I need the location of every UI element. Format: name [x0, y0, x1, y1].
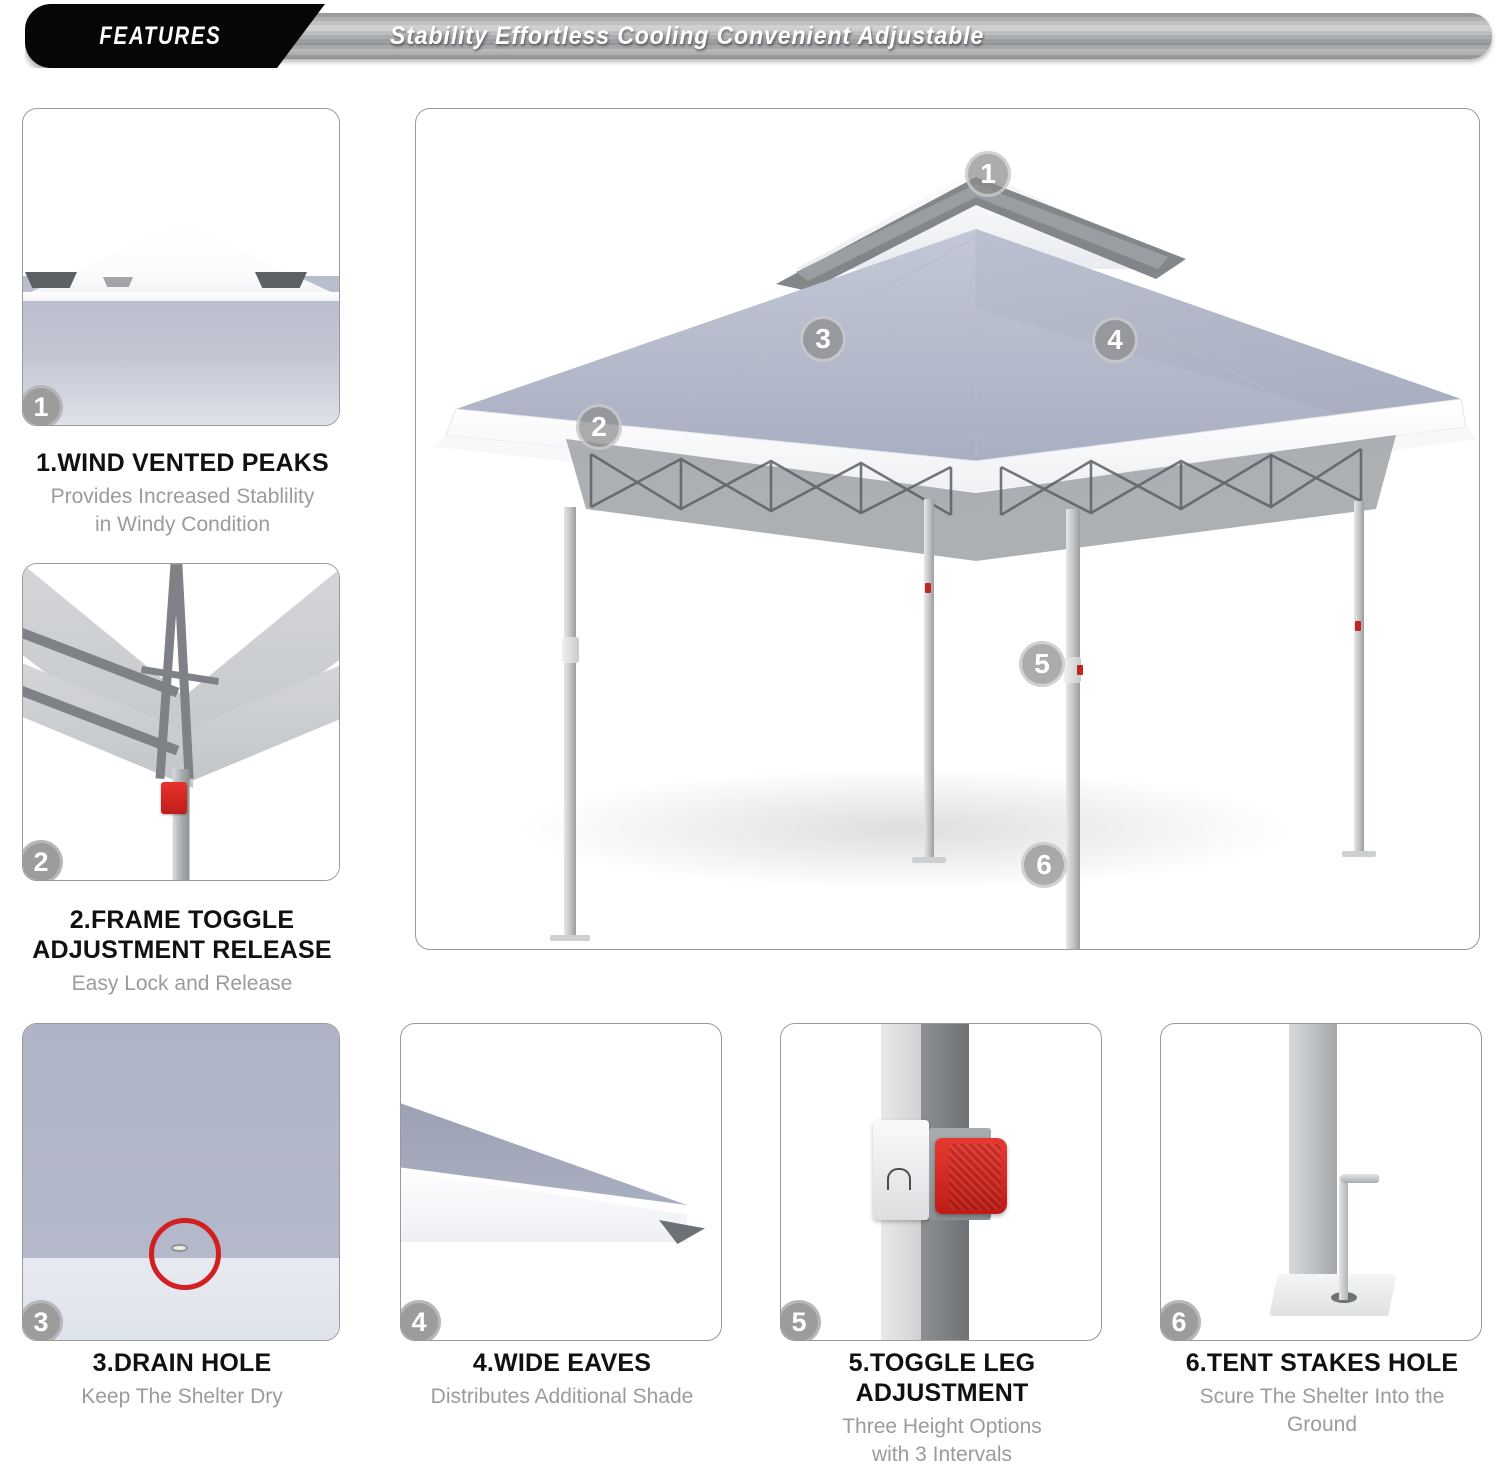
feature-badge-2: 2 [23, 840, 63, 880]
feature-subtitle-2: Easy Lock and Release [71, 972, 293, 995]
lock-hook-icon [887, 1168, 911, 1190]
banner-metal-bar [120, 13, 1492, 59]
vent-strut-mid-left [103, 277, 133, 287]
leg-toggle-indicator-back [925, 583, 931, 593]
leg-toggle-button[interactable] [935, 1138, 1007, 1214]
feature-subtitle-4: Distributes Additional Shade [430, 1385, 694, 1408]
banner-title: FEATURES [98, 21, 222, 50]
drain-hole-highlight-ring [149, 1218, 221, 1290]
feature-subtitle-6-line2: Ground [1286, 1412, 1358, 1436]
truss-lattice-right [999, 447, 1363, 517]
features-banner: Stability Effortless Cooling Convenient … [0, 0, 1500, 75]
frame-toggle-illustration [23, 564, 339, 880]
hero-marker-5: 5 [1019, 641, 1065, 687]
vent-strut-left [25, 272, 77, 288]
truss-shade [566, 435, 1396, 561]
leg-foot-back-center [912, 857, 946, 863]
vent-strut-right [255, 272, 307, 288]
hero-marker-1: 1 [965, 151, 1011, 197]
feature-badge-3: 3 [23, 1300, 63, 1340]
feature-title-1: 1.WIND VENTED PEAKS [36, 449, 329, 477]
feature-card-6: 6 [1160, 1023, 1482, 1341]
hero-canopy-illustration: 1 2 3 4 5 6 [416, 109, 1479, 949]
feature-subtitle-5-line1: Three Height Options [842, 1415, 1042, 1438]
banner-keywords: Stability Effortless Cooling Convenient … [390, 21, 985, 50]
leg-tube [1289, 1024, 1337, 1286]
wind-vented-peak-illustration [23, 109, 339, 425]
hero-marker-3: 3 [800, 316, 846, 362]
hero-marker-6: 6 [1021, 842, 1067, 888]
feature-title-5: 5.TOGGLE LEG ADJUSTMENT [848, 1349, 1036, 1407]
feature-title-3: 3.DRAIN HOLE [92, 1349, 272, 1377]
leg-front-left [564, 507, 576, 937]
feature-badge-6: 6 [1161, 1300, 1201, 1340]
leg-collar-front-left [562, 637, 579, 663]
feature-card-2: 2 [22, 563, 340, 881]
feature-badge-5: 5 [781, 1300, 821, 1340]
banner-keywords-wrap: Stability Effortless Cooling Convenient … [120, 13, 1492, 59]
toggle-leg-illustration [781, 1024, 1101, 1340]
peak-vent-strut [796, 184, 1168, 281]
feature-badge-4: 4 [401, 1300, 441, 1340]
leg-back-right [1354, 501, 1364, 853]
canopy-vector [434, 169, 1478, 561]
feature-caption-2: 2.FRAME TOGGLE ADJUSTMENT RELEASE Easy L… [8, 905, 356, 998]
wide-eaves-illustration [401, 1024, 721, 1340]
roof-back-right [976, 229, 1461, 439]
leg-toggle-indicator-back-right [1355, 621, 1361, 631]
leg-front-right [1066, 509, 1080, 949]
tent-stake-shaft [1339, 1176, 1348, 1300]
feature-caption-4: 4.WIDE EAVES Distributes Additional Shad… [392, 1348, 732, 1411]
hero-marker-2: 2 [576, 404, 622, 450]
tent-stake-hook [1341, 1174, 1379, 1183]
feature-caption-3: 3.DRAIN HOLE Keep The Shelter Dry [12, 1348, 352, 1411]
feature-card-5: 5 [780, 1023, 1102, 1341]
feature-card-3: 3 [22, 1023, 340, 1341]
feature-title-2-line1: 2.FRAME TOGGLE [69, 906, 295, 934]
leg-toggle-indicator-front [1077, 665, 1083, 675]
feature-title-4: 4.WIDE EAVES [472, 1349, 652, 1377]
feature-subtitle-5-line2: with 3 Intervals [871, 1442, 1013, 1466]
feature-subtitle-1-line1: Provides Increased Stablility [50, 485, 315, 508]
feature-title-6: 6.TENT STAKES HOLE [1185, 1349, 1459, 1377]
roof-front-left [456, 229, 1461, 461]
vent-gap [23, 292, 339, 302]
leg-foot-front-left [550, 935, 590, 941]
tent-stake-illustration [1161, 1024, 1481, 1340]
feature-caption-1: 1.WIND VENTED PEAKS Provides Increased S… [10, 448, 355, 538]
feature-caption-5: 5.TOGGLE LEG ADJUSTMENT Three Height Opt… [764, 1348, 1120, 1468]
banner-tab-label-wrap: FEATURES [25, 4, 325, 68]
drain-hole-grommet [171, 1244, 188, 1252]
banner-black-tab [25, 4, 325, 68]
ground-shadow [526, 769, 1286, 889]
feature-badge-1: 1 [23, 385, 63, 425]
feature-card-4: 4 [400, 1023, 722, 1341]
feature-subtitle-6-line1: Scure The Shelter Into the [1199, 1385, 1445, 1408]
feature-subtitle-1-line2: in Windy Condition [94, 512, 271, 536]
leg-back-center [924, 499, 934, 859]
feature-title-2-line2: ADJUSTMENT RELEASE [32, 936, 332, 964]
leg-foot-back-right [1342, 851, 1376, 857]
feature-card-1: 1 [22, 108, 340, 426]
feature-caption-6: 6.TENT STAKES HOLE Scure The Shelter Int… [1152, 1348, 1492, 1438]
truss-lattice-left [589, 452, 953, 517]
hero-marker-4: 4 [1092, 317, 1138, 363]
hero-product-card: 1 2 3 4 5 6 [415, 108, 1480, 950]
leg-collar-front-right [1064, 657, 1081, 683]
drain-hole-illustration [23, 1024, 339, 1340]
toggle-release-button[interactable] [161, 782, 187, 814]
feature-subtitle-3: Keep The Shelter Dry [81, 1385, 283, 1408]
